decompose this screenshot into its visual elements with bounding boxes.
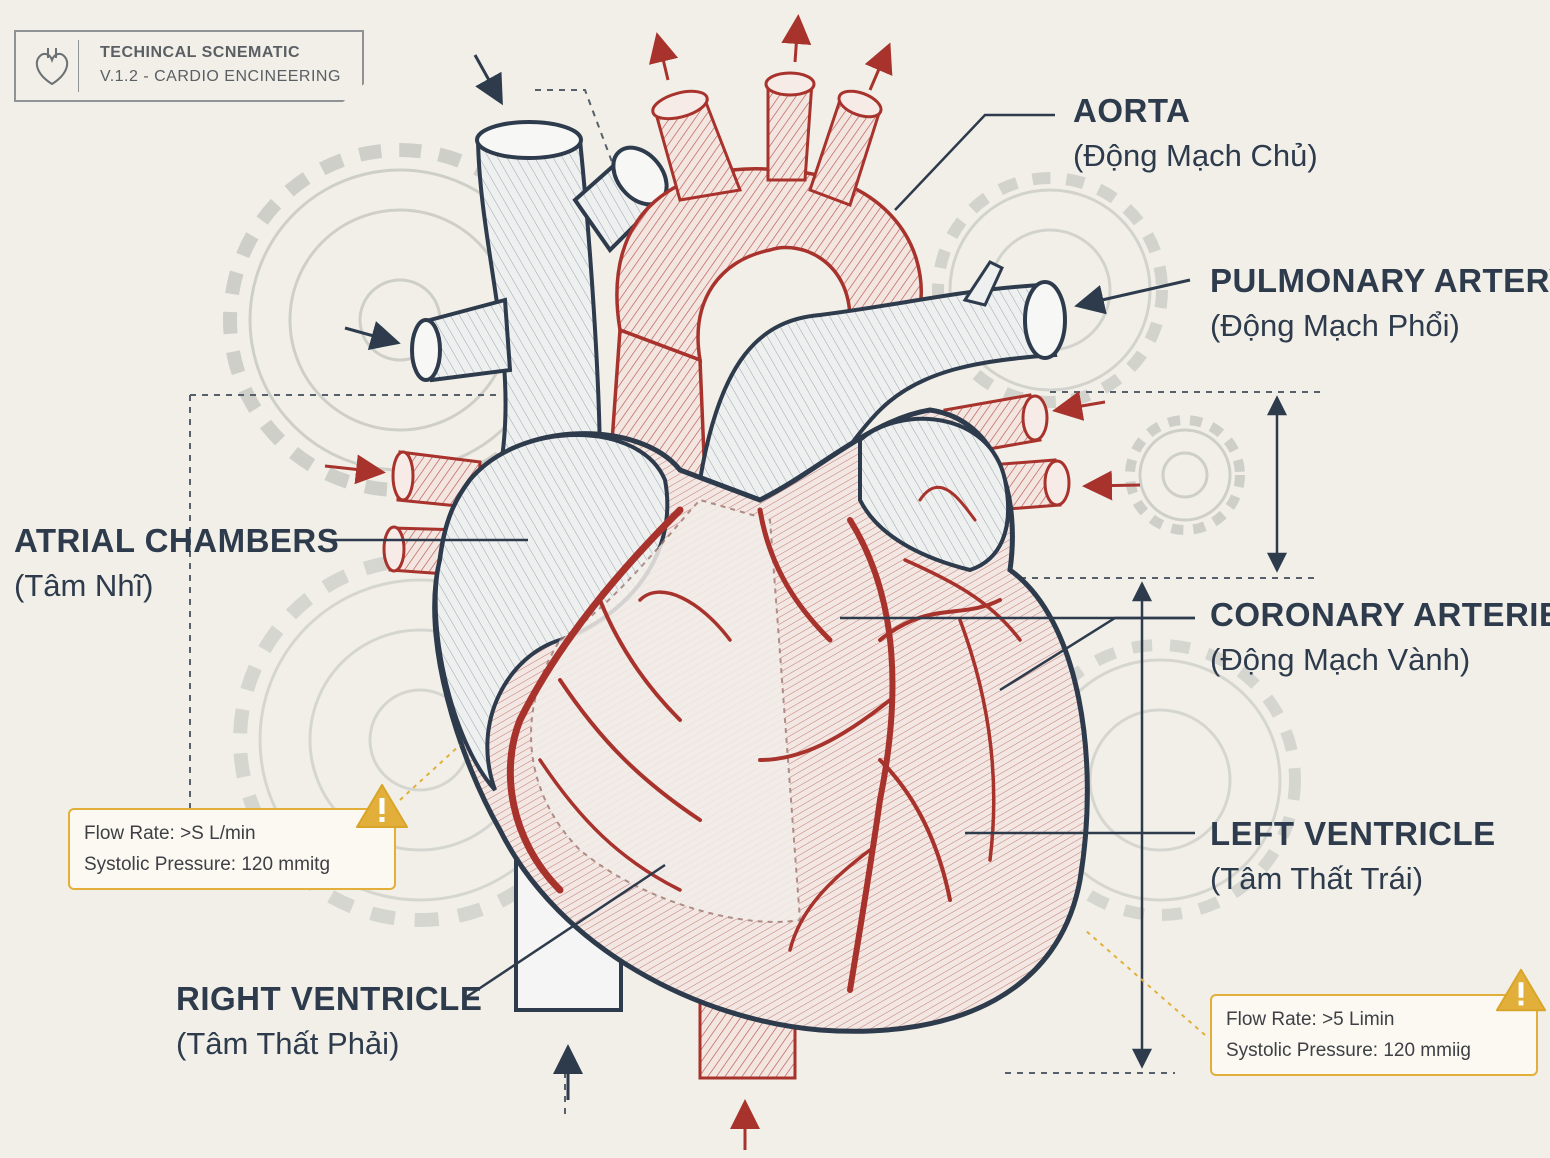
warning-icon xyxy=(354,782,410,830)
label-atrial-en: ATRIAL CHAMBERS xyxy=(14,522,339,560)
label-pulmonary-artery: PULMONARY ARTERY (Động Mạch Phổi) xyxy=(1210,262,1550,344)
title-line-1: TECHINCAL SCNEMATIC xyxy=(100,44,300,62)
label-left-ventricle-en: LEFT VENTRICLE xyxy=(1210,815,1496,853)
label-left-ventricle-vi: (Tâm Thất Trái) xyxy=(1210,861,1496,897)
label-right-ventricle: RIGHT VENTRICLE (Tâm Thất Phải) xyxy=(176,980,482,1062)
info-right-pressure: Systolic Pressure: 120 mmiig xyxy=(1226,1035,1522,1066)
info-left-flow: Flow Rate: >S L/min xyxy=(84,818,380,849)
label-left-ventricle: LEFT VENTRICLE (Tâm Thất Trái) xyxy=(1210,815,1496,897)
label-aorta: AORTA (Động Mạch Chủ) xyxy=(1073,92,1318,174)
title-line-2: V.1.2 - CARDIO ENCINEERING xyxy=(100,68,341,86)
heart-outline-icon xyxy=(26,40,79,92)
info-right-flow: Flow Rate: >5 Limin xyxy=(1226,1004,1522,1035)
info-left-pressure: Systolic Pressure: 120 mmitg xyxy=(84,849,380,880)
label-right-ventricle-en: RIGHT VENTRICLE xyxy=(176,980,482,1018)
label-pulmonary-en: PULMONARY ARTERY xyxy=(1210,262,1550,300)
label-coronary-arteries: CORONARY ARTERIES (Động Mạch Vành) xyxy=(1210,596,1550,678)
label-right-ventricle-vi: (Tâm Thất Phải) xyxy=(176,1026,482,1062)
label-coronary-en: CORONARY ARTERIES xyxy=(1210,596,1550,634)
info-box-left: Flow Rate: >S L/min Systolic Pressure: 1… xyxy=(68,808,396,890)
label-atrial-vi: (Tâm Nhĩ) xyxy=(14,568,339,604)
label-atrial-chambers: ATRIAL CHAMBERS (Tâm Nhĩ) xyxy=(14,522,339,604)
label-aorta-en: AORTA xyxy=(1073,92,1318,130)
title-block: TECHINCAL SCNEMATIC V.1.2 - CARDIO ENCIN… xyxy=(14,30,364,102)
label-aorta-vi: (Động Mạch Chủ) xyxy=(1073,138,1318,174)
info-box-right: Flow Rate: >5 Limin Systolic Pressure: 1… xyxy=(1210,994,1538,1076)
label-coronary-vi: (Động Mạch Vành) xyxy=(1210,642,1550,678)
gear-small-right-icon xyxy=(1130,420,1240,530)
warning-icon-right xyxy=(1494,966,1548,1014)
label-pulmonary-vi: (Động Mạch Phổi) xyxy=(1210,308,1550,344)
